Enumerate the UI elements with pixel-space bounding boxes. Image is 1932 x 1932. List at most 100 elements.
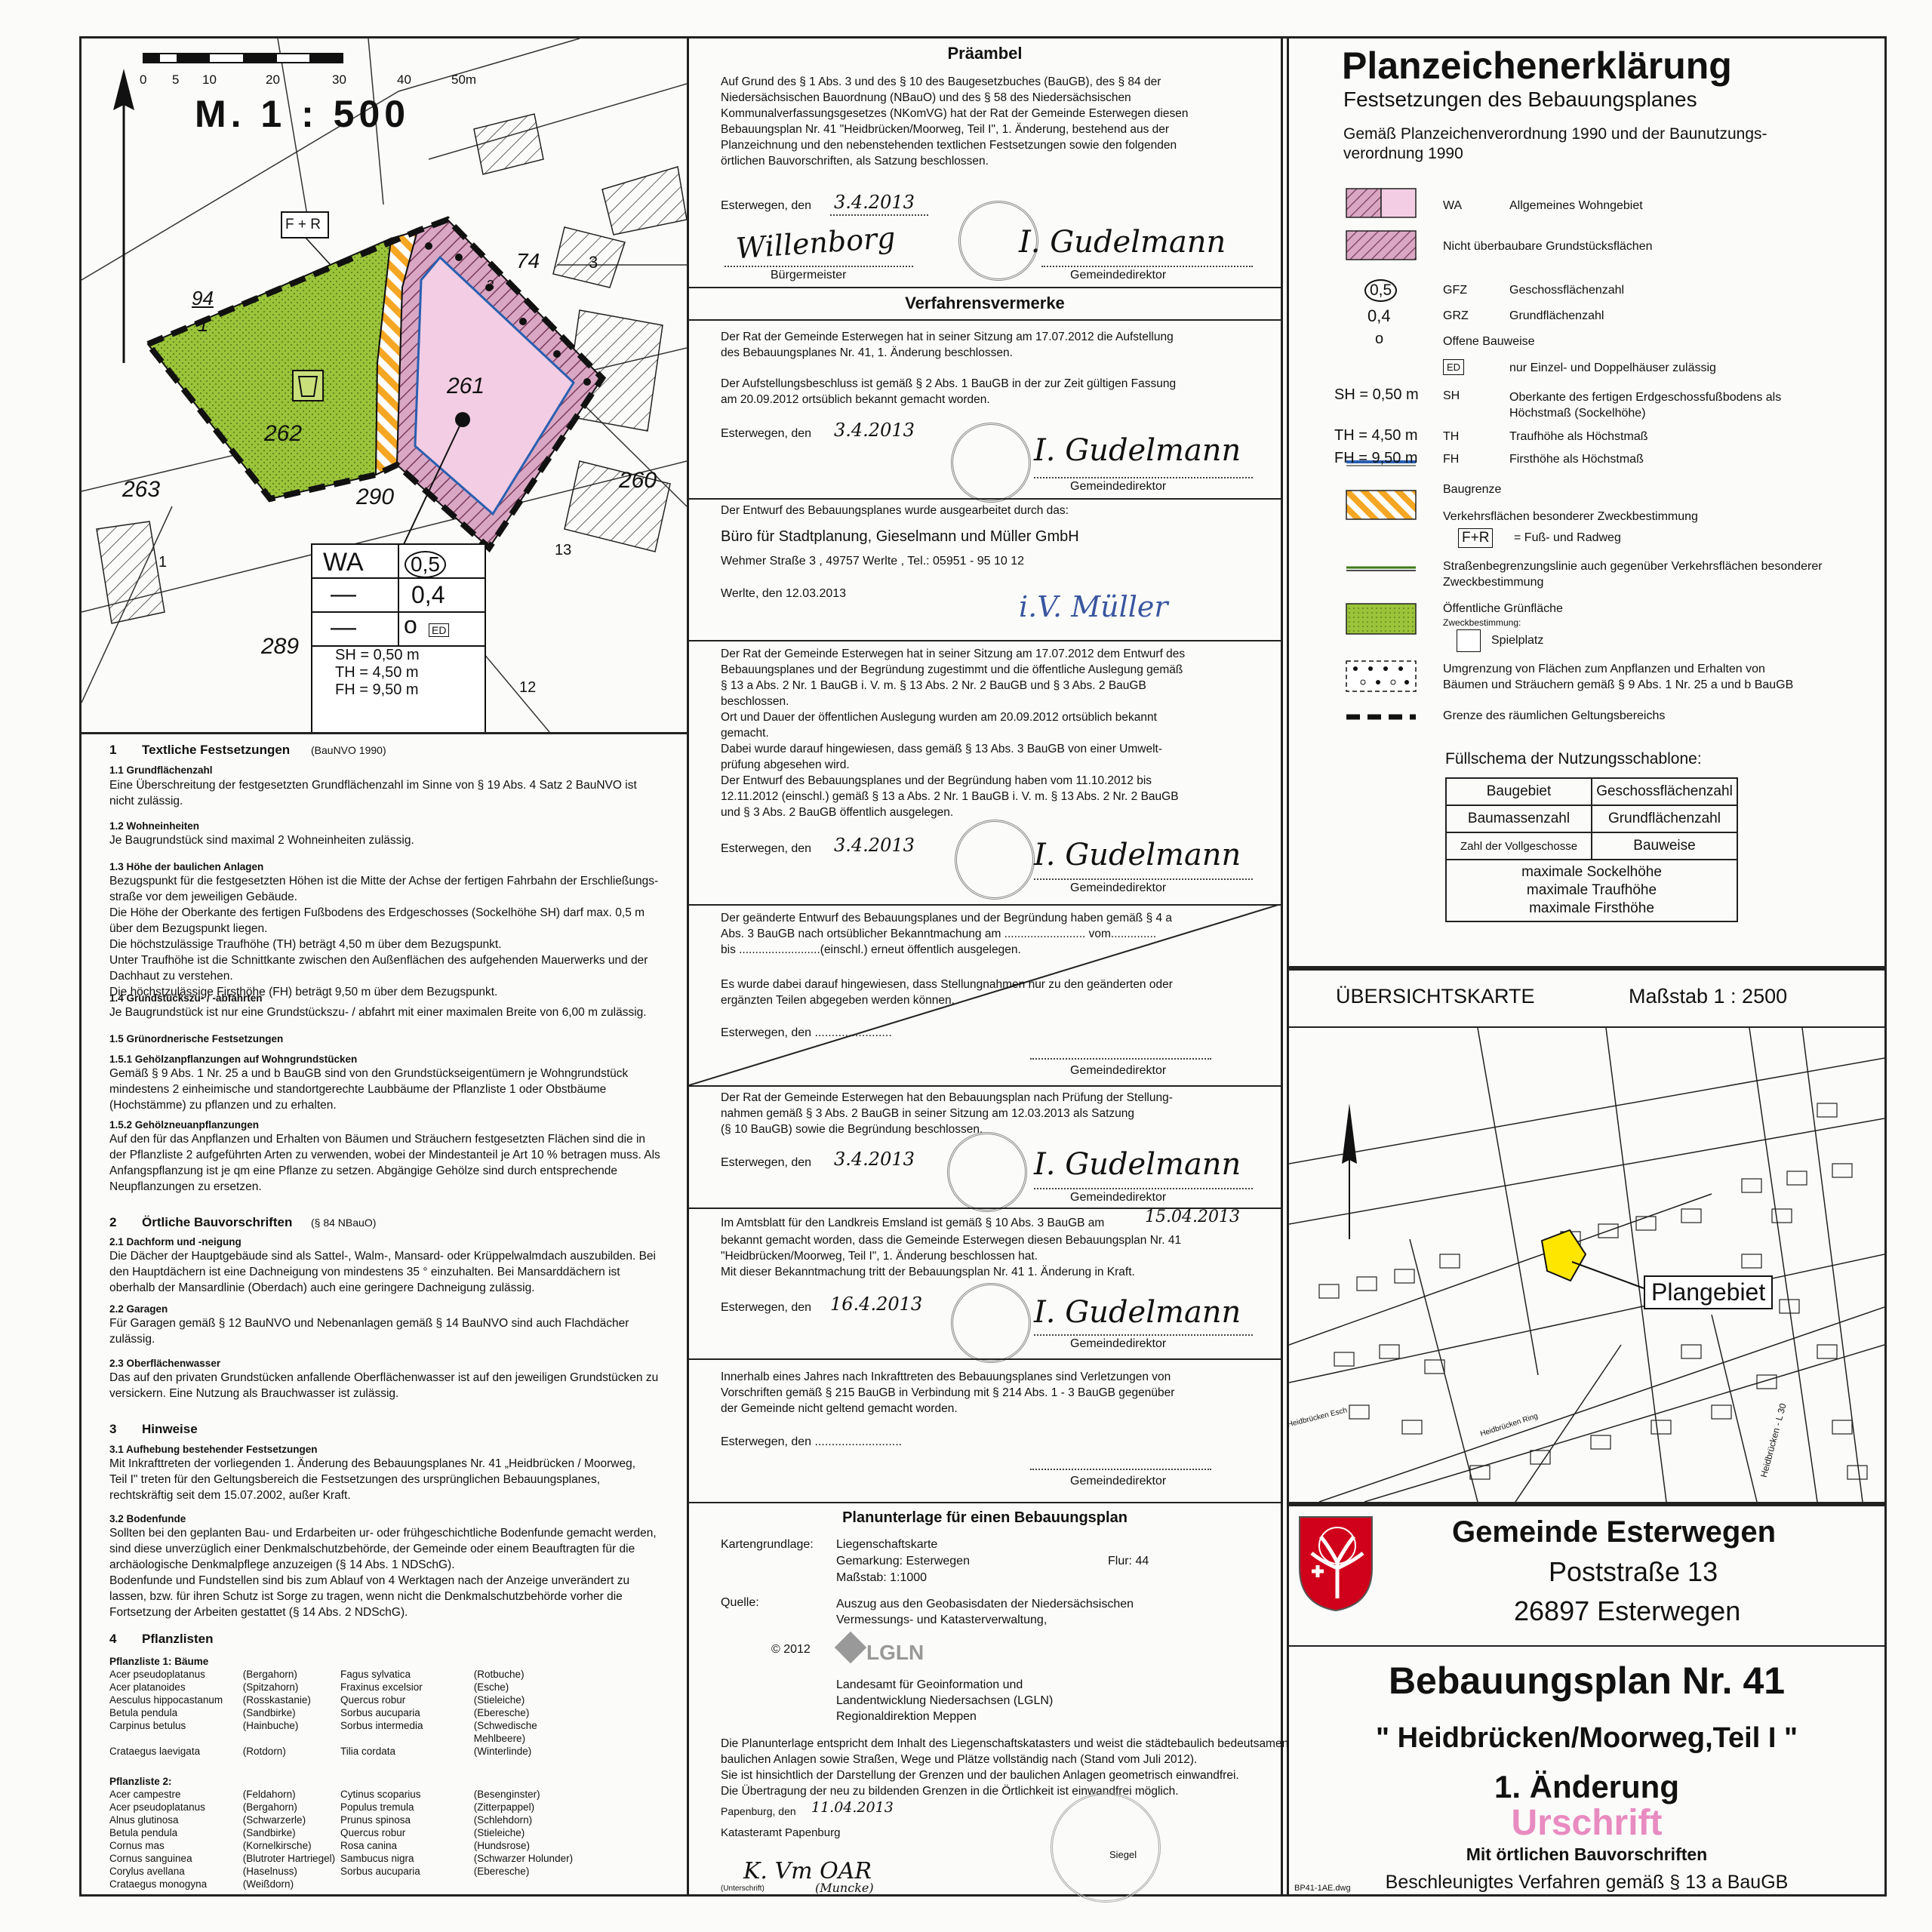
north-arrow bbox=[113, 69, 134, 110]
legend-grenze: Grenze des räumlichen Geltungsbereichs bbox=[1443, 709, 1666, 722]
scale-tick-10: 10 bbox=[202, 72, 217, 87]
section-1-number: 1 bbox=[109, 743, 117, 757]
p13-heading: 1.3 Höhe der baulichen Anlagen bbox=[109, 861, 264, 872]
fuellschema-cell: Geschossflächenzahl bbox=[1591, 777, 1738, 806]
plangebiet-label: Plangebiet bbox=[1644, 1275, 1774, 1309]
plant-row: Aesculus hippocastanum(Rosskastanie)Quer… bbox=[109, 1694, 623, 1706]
plant-cell: Acer pseudoplatanus bbox=[109, 1669, 205, 1680]
plant-cell: Rosa canina bbox=[340, 1840, 398, 1851]
v7-date: Esterwegen, den ........................… bbox=[721, 1435, 903, 1448]
p22-heading: 2.2 Garagen bbox=[109, 1303, 168, 1315]
verfahren-v3: Der Rat der Gemeinde Esterwegen hat in s… bbox=[721, 648, 1186, 819]
p32-heading: 3.2 Bodenfunde bbox=[109, 1513, 186, 1524]
lot-12: 12 bbox=[519, 679, 537, 696]
p11-text: Eine Überschreitung der festgesetzten Gr… bbox=[109, 779, 637, 808]
buero-name: Büro für Stadtplanung, Gieselmann und Mü… bbox=[721, 528, 1079, 545]
p151-text: Gemäß § 9 Abs. 1 Nr. 25 a und b BauGB si… bbox=[109, 1067, 629, 1112]
scale-tick-0: 0 bbox=[140, 72, 147, 87]
v4-date: Esterwegen, den ....................... bbox=[721, 1026, 892, 1039]
divider-verfahren-title bbox=[689, 319, 1281, 321]
lot-263: 263 bbox=[122, 477, 161, 502]
fuellschema-cell: Baumassenzahl bbox=[1445, 804, 1592, 833]
schablone-dash-1: — bbox=[331, 580, 356, 608]
section-1-suffix: (BauNVO 1990) bbox=[311, 744, 386, 756]
oertliche-bauvorschriften: Mit örtlichen Bauvorschriften bbox=[1466, 1844, 1708, 1864]
p23-heading: 2.3 Oberflächenwasser bbox=[109, 1358, 221, 1369]
procedure-frame bbox=[687, 36, 1283, 1897]
legend-baugrenze: Baugrenze bbox=[1443, 483, 1502, 496]
legend-symbols bbox=[1346, 188, 1417, 720]
praeambel-sig-label-2: Gemeindedirektor bbox=[1070, 269, 1167, 281]
verfahren-title: Verfahrensvermerke bbox=[905, 294, 1065, 312]
plant-cell: Betula pendula bbox=[109, 1707, 178, 1718]
legend-title: Planzeichenerklärung bbox=[1342, 45, 1732, 87]
bplan-title: Bebauungsplan Nr. 41 bbox=[1388, 1660, 1786, 1702]
plant-cell: Quercus robur bbox=[340, 1694, 406, 1706]
lot-94: 94 bbox=[192, 287, 214, 309]
v3-sig-label: Gemeindedirektor bbox=[1070, 881, 1167, 894]
gemarkung: Gemarkung: Esterwegen bbox=[836, 1555, 970, 1567]
legend-th-symbol: TH = 4,50 m bbox=[1334, 427, 1418, 444]
section-2-title: Örtliche Bauvorschriften bbox=[142, 1215, 293, 1229]
legend-fh-code: FH bbox=[1443, 453, 1460, 466]
v6-sig-line bbox=[1034, 1334, 1253, 1336]
plant-cell: Cornus sanguinea bbox=[109, 1853, 192, 1864]
plant-cell: Prunus spinosa bbox=[340, 1814, 411, 1826]
plant-cell: Betula pendula bbox=[109, 1827, 178, 1838]
legend-fh-text: Firsthöhe als Höchstmaß bbox=[1509, 453, 1644, 466]
divider-v3 bbox=[689, 640, 1281, 641]
p13-text: Bezugspunkt für die festgesetzten Höhen … bbox=[109, 875, 659, 998]
legend-gfz-symbol: 0,5 bbox=[1364, 279, 1398, 302]
legend-gfz-text: Geschossflächenzahl bbox=[1509, 284, 1625, 297]
v6-sig-label: Gemeindedirektor bbox=[1070, 1337, 1167, 1350]
v6-seal bbox=[951, 1283, 1031, 1363]
divider-v4 bbox=[689, 904, 1281, 906]
fuellschema-cell: Zahl der Vollgeschosse bbox=[1445, 832, 1592, 860]
schablone-dash-2: — bbox=[331, 613, 356, 641]
quelle-label: Quelle: bbox=[721, 1596, 759, 1609]
legend-grz-symbol: 0,4 bbox=[1367, 306, 1391, 325]
plant-cell: (Bergahorn) bbox=[242, 1801, 297, 1813]
plant-row: Cornus mas(Kornelkirsche)Rosa canina(Hun… bbox=[109, 1839, 623, 1852]
legend-subtitle: Festsetzungen des Bebauungsplanes bbox=[1343, 88, 1697, 111]
scale-title: M. 1 : 500 bbox=[195, 93, 411, 135]
v3-signature: I. Gudelmann bbox=[1034, 838, 1241, 872]
praeambel-date: 3.4.2013 bbox=[834, 192, 915, 213]
plant-cell: Crataegus monogyna bbox=[109, 1878, 208, 1890]
plant-cell: (Eberesche) bbox=[473, 1707, 530, 1718]
schablone-wa: WA bbox=[323, 548, 364, 577]
fuellschema-cell: Bauweise bbox=[1591, 832, 1738, 860]
katasteramt-signature: K. Vm OAR bbox=[743, 1858, 872, 1884]
p21-text: Die Dächer der Hauptgebäude sind als Sat… bbox=[109, 1250, 656, 1294]
v5-seal bbox=[947, 1132, 1027, 1212]
plant-cell: Acer campestre bbox=[109, 1789, 181, 1800]
v5-date: 3.4.2013 bbox=[834, 1149, 915, 1170]
lot-289: 289 bbox=[261, 634, 300, 659]
plant-cell: Fraxinus excelsior bbox=[340, 1681, 423, 1693]
legend-grz-code: GRZ bbox=[1443, 309, 1469, 322]
plant-cell: Quercus robur bbox=[340, 1827, 406, 1838]
lot-260: 260 bbox=[619, 468, 657, 493]
v4-strike bbox=[689, 904, 1281, 1085]
verfahren-v1: Der Rat der Gemeinde Esterwegen hat in s… bbox=[721, 331, 1174, 359]
plant-cell: Cytinus scoparius bbox=[340, 1789, 421, 1800]
v1-sig-line bbox=[1034, 477, 1253, 478]
scale-bar bbox=[143, 53, 343, 63]
file-name: BP41-1AE.dwg bbox=[1294, 1884, 1351, 1893]
plant-cell: (Stieleiche) bbox=[473, 1827, 525, 1838]
legend-zweck: Zweckbestimmung: bbox=[1443, 617, 1521, 628]
p31-heading: 3.1 Aufhebung bestehender Festsetzungen bbox=[109, 1444, 318, 1455]
legend-umgr: Umgrenzung von Flächen zum Anpflanzen un… bbox=[1443, 663, 1794, 691]
gemeinde-city: 26897 Esterwegen bbox=[1514, 1595, 1741, 1626]
dim-3-a: 3 bbox=[487, 278, 495, 293]
plant-cell: (Hundsrose) bbox=[473, 1840, 531, 1851]
plant-cell: (Haselnuss) bbox=[242, 1866, 297, 1877]
legend-th-code: TH bbox=[1443, 430, 1460, 443]
plant-cell: Sorbus intermedia bbox=[340, 1720, 423, 1731]
section-3-number: 3 bbox=[109, 1422, 117, 1436]
praeambel-date-line bbox=[830, 214, 928, 216]
divider-v2 bbox=[689, 498, 1281, 500]
